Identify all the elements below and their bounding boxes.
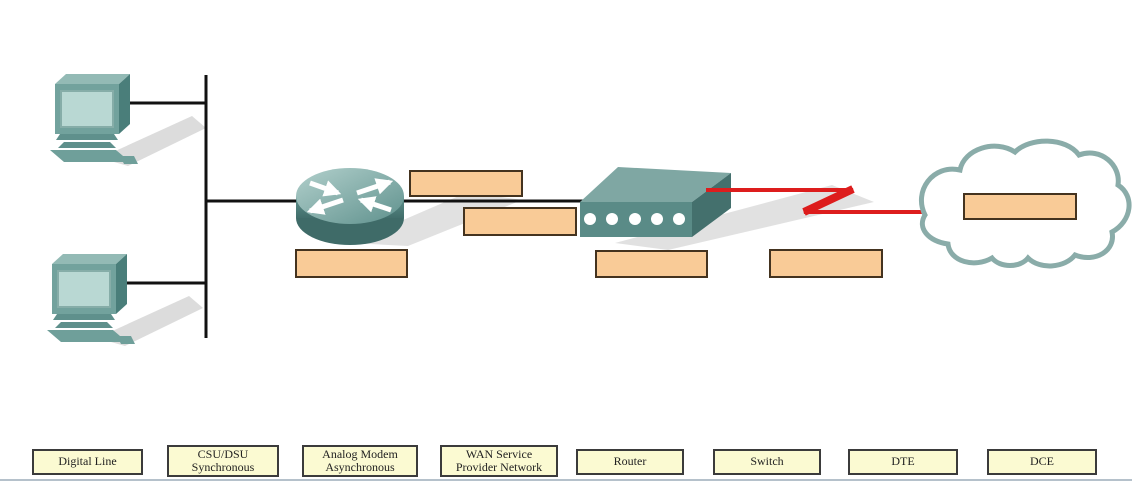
drag-label-csu-dsu-synchronous[interactable]: CSU/DSU Synchronous bbox=[167, 445, 279, 477]
router-icon bbox=[296, 168, 404, 245]
drag-label-analog-modem-asynchronous[interactable]: Analog Modem Asynchronous bbox=[302, 445, 418, 477]
pc-top-shadow bbox=[100, 116, 206, 166]
pc-bottom-shadow bbox=[97, 296, 203, 346]
drop-target-below-router[interactable] bbox=[295, 249, 408, 278]
footer-divider bbox=[0, 479, 1132, 481]
drag-label-wan-service-provider-network[interactable]: WAN Service Provider Network bbox=[440, 445, 558, 477]
drag-label-switch[interactable]: Switch bbox=[713, 449, 821, 475]
drop-target-below-serial-line[interactable] bbox=[769, 249, 883, 278]
drop-target-inside-cloud[interactable] bbox=[963, 193, 1077, 220]
drop-target-below-link[interactable] bbox=[463, 207, 577, 236]
drag-label-dce[interactable]: DCE bbox=[987, 449, 1097, 475]
lightning-serial-link-icon bbox=[706, 185, 925, 216]
drop-target-above-link[interactable] bbox=[409, 170, 523, 197]
drag-label-router[interactable]: Router bbox=[576, 449, 684, 475]
drag-label-dte[interactable]: DTE bbox=[848, 449, 958, 475]
drop-target-below-modem[interactable] bbox=[595, 250, 708, 278]
drag-label-digital-line[interactable]: Digital Line bbox=[32, 449, 143, 475]
